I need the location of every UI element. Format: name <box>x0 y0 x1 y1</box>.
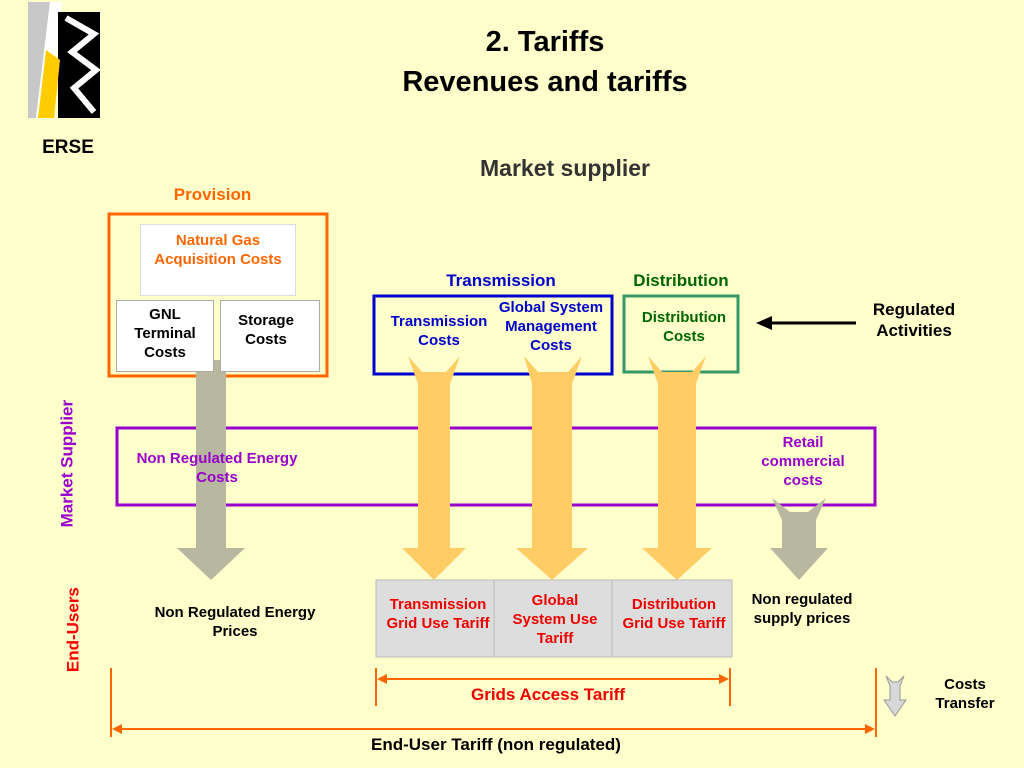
storage-box <box>220 300 320 372</box>
storage-costs: Storage Costs <box>238 312 294 348</box>
non-regulated-supply-prices: Non regulated supply prices <box>751 591 853 627</box>
transmission-costs: Transmission Costs <box>390 313 488 349</box>
transmission-heading: Transmission <box>446 271 556 290</box>
grids-access-bracket <box>375 668 731 706</box>
distribution-grid-use-tariff: Distribution Grid Use Tariff <box>622 596 726 632</box>
global-system-use-tariff: Global System Use Tariff <box>512 592 598 647</box>
distribution-heading: Distribution <box>633 271 729 290</box>
transmission-grid-use-tariff: Transmission Grid Use Tariff <box>386 596 490 632</box>
tariff-boxes-bg <box>375 579 733 658</box>
end-user-tariff-bracket <box>110 668 877 737</box>
natural-gas-box <box>140 224 296 296</box>
retail-commercial-costs: Retail commercial costs <box>761 434 845 489</box>
distribution-costs: Distribution Costs <box>641 309 727 345</box>
end-user-tariff-label: End-User Tariff (non regulated) <box>371 735 621 754</box>
arrow-transmission <box>402 356 466 580</box>
arrow-distribution <box>642 356 712 580</box>
costs-transfer-legend-icon <box>883 675 907 717</box>
erse-logo-mark <box>28 2 101 118</box>
page-title-line2: Revenues and tariffs <box>402 66 688 98</box>
market-supplier-side-label: Market Supplier <box>57 399 77 528</box>
arrow-global-system <box>516 356 588 580</box>
regulated-pointer-arrow <box>756 316 856 330</box>
arrow-non-regulated-energy <box>177 360 245 580</box>
transmission-box <box>372 294 614 376</box>
global-system-management-costs: Global System Management Costs <box>498 299 604 354</box>
natural-gas-costs: Natural Gas Acquisition Costs <box>154 232 282 268</box>
costs-transfer-label: Costs Transfer <box>935 676 995 712</box>
market-supplier-box <box>115 426 877 507</box>
regulated-activities-label: Regulated Activities <box>872 300 956 341</box>
logo-text: ERSE <box>42 137 94 158</box>
page-title: 2. Tariffs <box>485 26 605 58</box>
non-regulated-energy-costs: Non Regulated Energy Costs <box>136 450 298 486</box>
arrow-retail <box>770 498 828 580</box>
non-regulated-energy-prices: Non Regulated Energy Prices <box>154 604 316 640</box>
end-users-side-label: End-Users <box>63 587 83 673</box>
provision-heading: Provision <box>173 185 252 204</box>
gnl-terminal-costs: GNL Terminal Costs <box>134 306 196 361</box>
subtitle: Market supplier <box>480 155 650 181</box>
grids-access-tariff-label: Grids Access Tariff <box>470 685 625 704</box>
gnl-box <box>116 300 214 372</box>
